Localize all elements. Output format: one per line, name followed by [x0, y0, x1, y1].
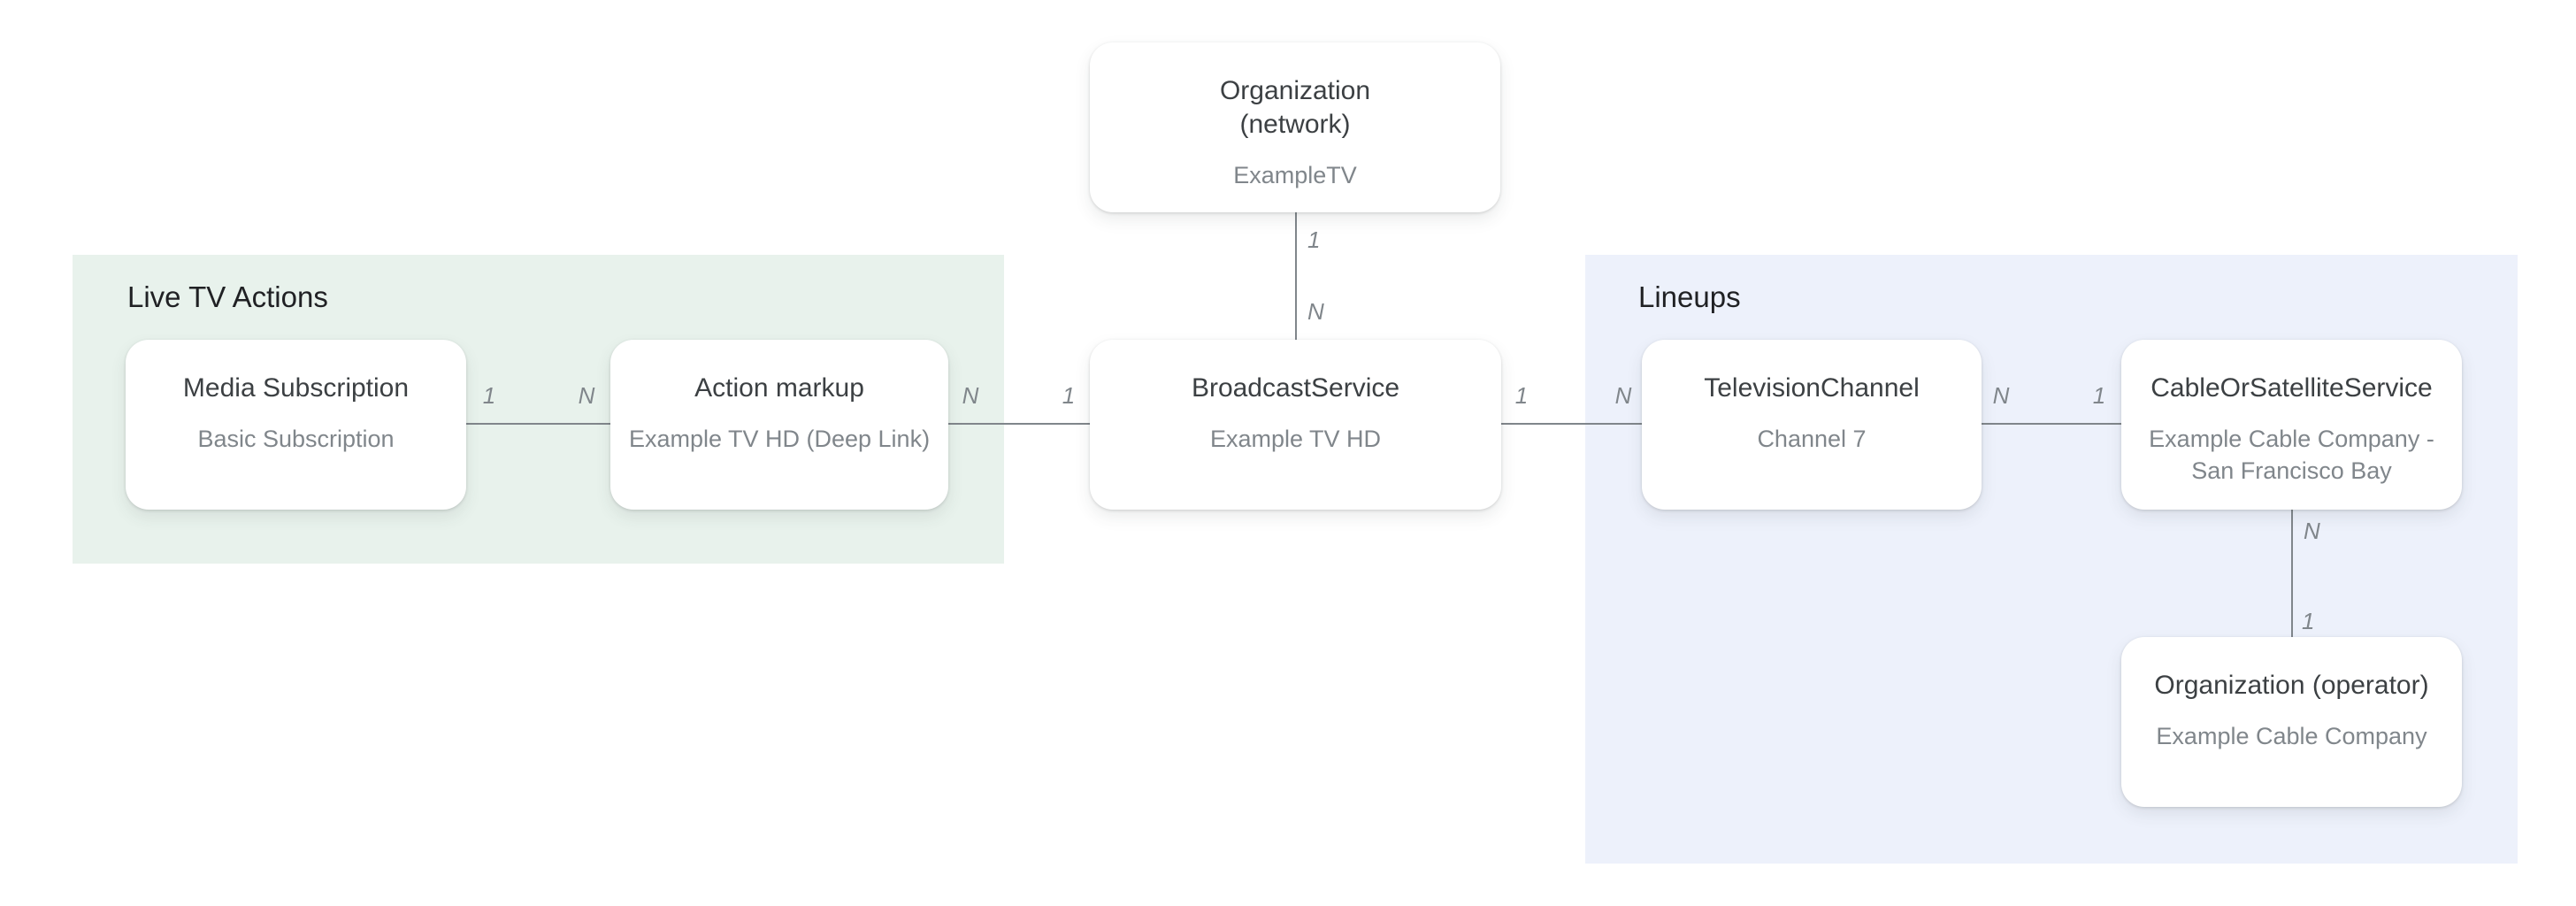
- node-cable-or-satellite-service: CableOrSatelliteService Example Cable Co…: [2121, 340, 2462, 510]
- cardinality-label: 1: [2092, 382, 2106, 409]
- node-title: Media Subscription: [182, 373, 410, 403]
- cardinality-label: N: [1614, 382, 1632, 409]
- node-subtitle: ExampleTV: [1233, 162, 1357, 188]
- cardinality-label: 1: [2302, 608, 2315, 634]
- cardinality-label: 1: [1514, 382, 1529, 409]
- region-live-tv-actions-heading: Live TV Actions: [127, 280, 328, 313]
- cardinality-label: N: [962, 382, 979, 409]
- cardinality-label: N: [578, 382, 595, 409]
- node-organization-network: Organization (network) ExampleTV: [1090, 42, 1500, 212]
- node-title: TelevisionChannel: [1704, 373, 1920, 403]
- node-title: Action markup: [694, 373, 864, 403]
- node-organization-operator: Organization (operator) Example Cable Co…: [2121, 637, 2462, 807]
- node-title: Organization (network): [1219, 76, 1371, 139]
- node-television-channel: TelevisionChannel Channel 7: [1642, 340, 1982, 510]
- connector-network-broadcastservice: [1295, 212, 1297, 340]
- node-broadcast-service: BroadcastService Example TV HD: [1090, 340, 1501, 510]
- node-media-subscription: Media Subscription Basic Subscription: [126, 340, 466, 510]
- node-subtitle: Channel 7: [1757, 426, 1867, 452]
- connector-cableservice-operator: [2291, 510, 2293, 637]
- node-title: BroadcastService: [1191, 373, 1400, 403]
- connector-actionmarkup-broadcastservice: [948, 423, 1090, 425]
- connector-mediasubscription-actionmarkup: [466, 423, 610, 425]
- node-subtitle: Example Cable Company - San Francisco Ba…: [2149, 426, 2434, 484]
- node-subtitle: Example TV HD: [1209, 426, 1382, 452]
- cardinality-label: N: [2304, 518, 2320, 544]
- node-subtitle: Example TV HD (Deep Link): [628, 426, 931, 452]
- region-lineups-heading: Lineups: [1638, 280, 1741, 313]
- cardinality-label: N: [1307, 298, 1324, 325]
- connector-broadcastservice-televisionchannel: [1501, 423, 1642, 425]
- connector-televisionchannel-cableservice: [1982, 423, 2121, 425]
- cardinality-label: 1: [1307, 226, 1321, 253]
- node-subtitle: Example Cable Company: [2156, 723, 2427, 749]
- node-action-markup: Action markup Example TV HD (Deep Link): [610, 340, 948, 510]
- cardinality-label: 1: [482, 382, 496, 409]
- cardinality-label: 1: [1062, 382, 1076, 409]
- node-title: CableOrSatelliteService: [2150, 373, 2433, 403]
- cardinality-label: N: [1992, 382, 2010, 409]
- node-title: Organization (operator): [2154, 671, 2429, 700]
- node-subtitle: Basic Subscription: [197, 426, 395, 452]
